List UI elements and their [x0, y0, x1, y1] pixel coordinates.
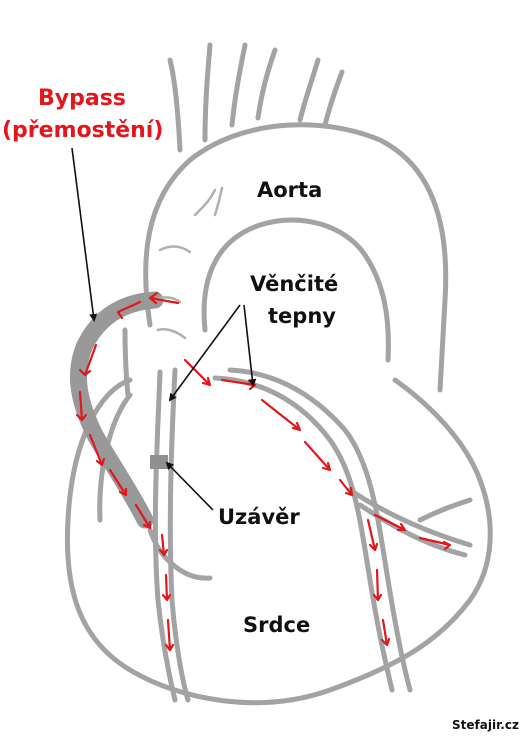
occlusion-mark	[150, 455, 168, 469]
occlusion-pointer	[167, 463, 213, 510]
bypass-pointer	[72, 148, 94, 320]
coronary-label-line2: tepny	[268, 304, 336, 328]
bypass-label-line1: Bypass	[38, 86, 126, 111]
heart-label: Srdce	[243, 613, 310, 637]
occlusion-label: Uzávěr	[218, 505, 300, 529]
bypass-label-line2: (přemostění)	[2, 118, 163, 143]
coronary-label-line1: Věnčité	[250, 272, 338, 296]
flow-arrows	[77, 293, 450, 650]
aorta-label: Aorta	[257, 178, 322, 202]
aortic-branches	[170, 45, 342, 150]
credit-label: Stefajir.cz	[452, 718, 519, 732]
bypass-graft	[78, 297, 180, 520]
aorta	[146, 125, 446, 390]
